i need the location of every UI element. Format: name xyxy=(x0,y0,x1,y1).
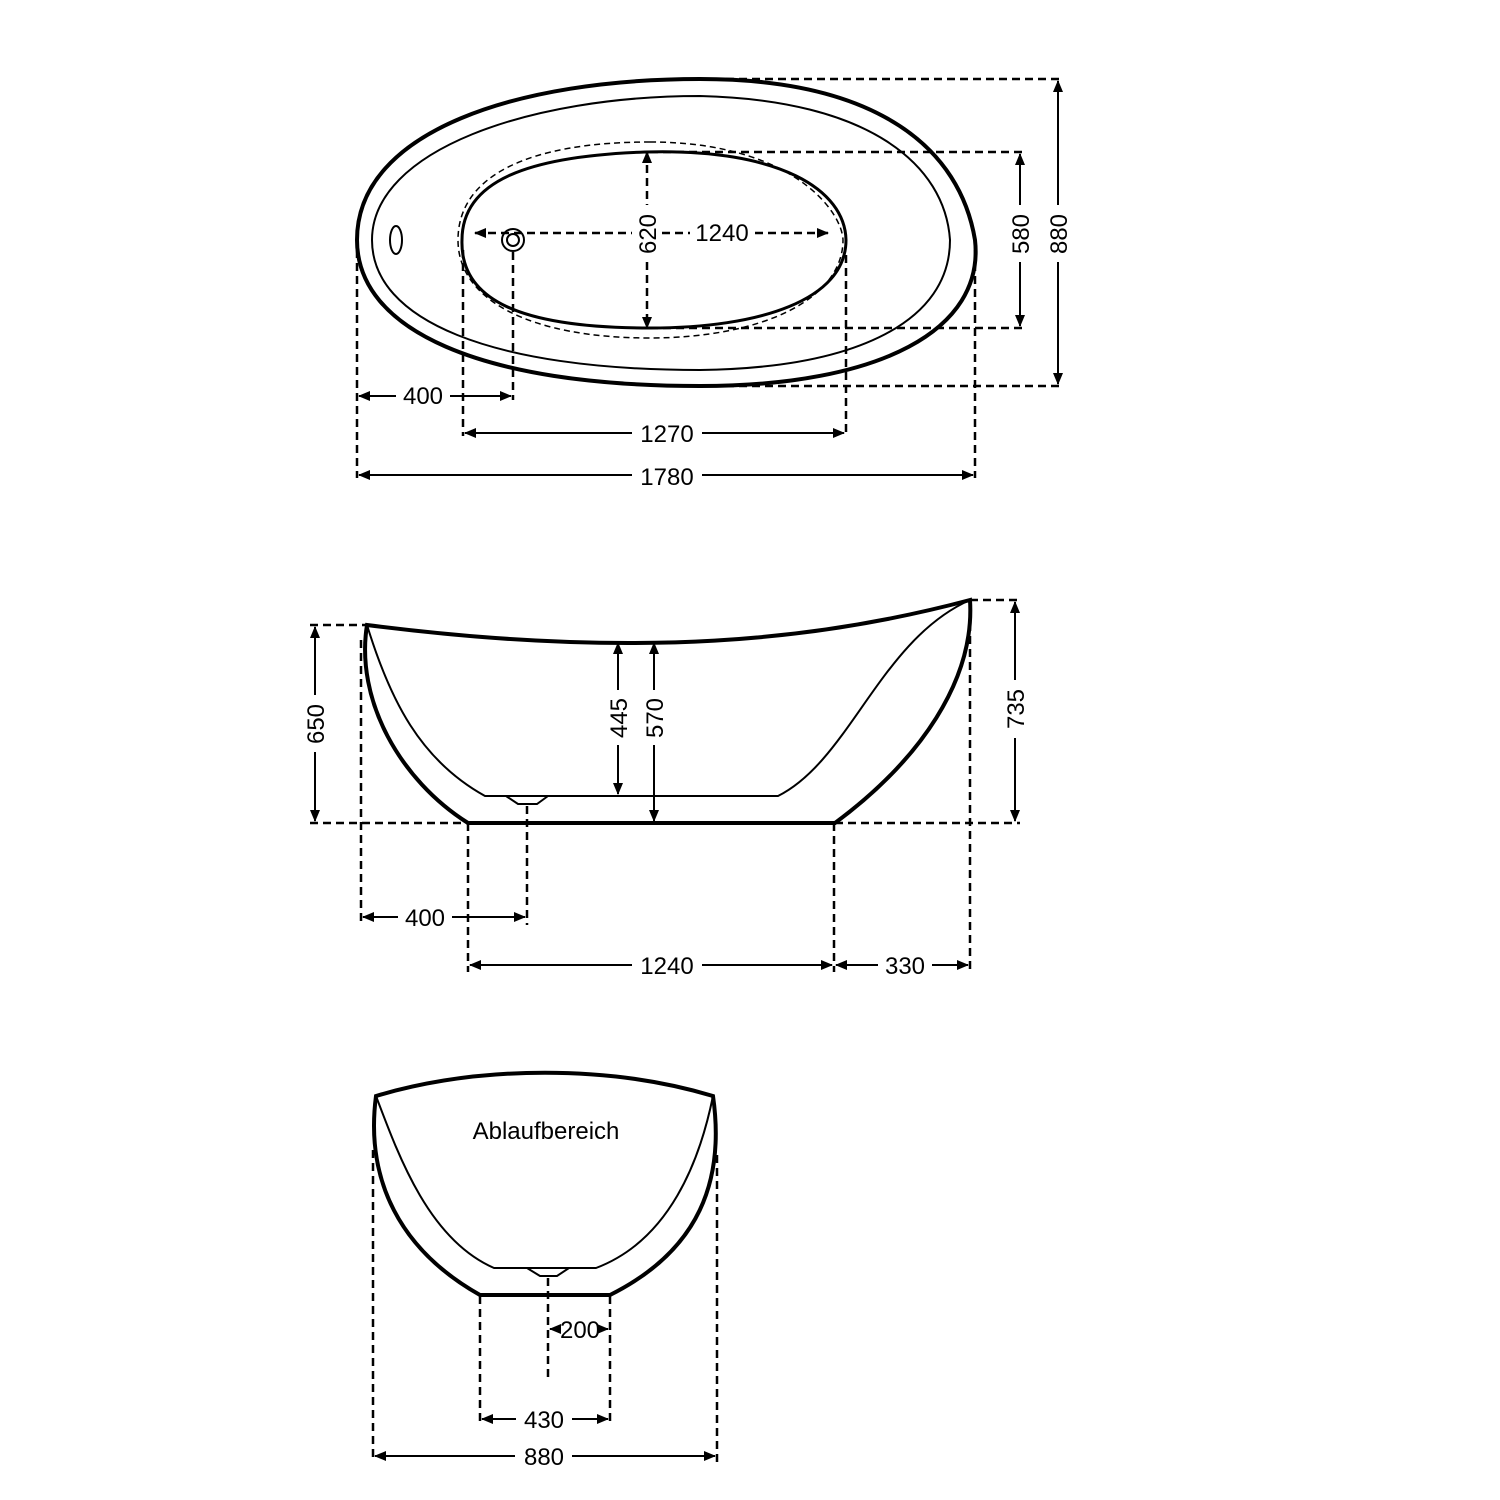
dim-end-base-width: 430 xyxy=(524,1407,564,1434)
side-view: 650 445 570 735 400 1240 330 xyxy=(303,597,1030,980)
dim-bottom-length: 1240 xyxy=(695,220,748,247)
top-view: 1240 620 580 880 400 1270 1780 xyxy=(354,76,1073,491)
dim-drain-offset: 400 xyxy=(403,383,443,410)
dim-right-overhang: 330 xyxy=(885,953,925,980)
dim-end-drain-offset: 200 xyxy=(560,1317,600,1344)
dim-basin-length: 1270 xyxy=(640,421,693,448)
dim-bottom-width: 620 xyxy=(635,214,662,254)
overflow-icon xyxy=(389,225,403,255)
dim-overall-width: 880 xyxy=(1046,214,1073,254)
dim-side-drain-offset: 400 xyxy=(405,905,445,932)
drain-icon xyxy=(501,228,525,252)
dim-overall-length: 1780 xyxy=(640,464,693,491)
inner-rim-outline xyxy=(370,94,952,372)
end-inner-outline xyxy=(375,1095,714,1269)
end-view: Ablaufbereich 200 430 880 xyxy=(371,1070,719,1471)
drain-area-label: Ablaufbereich xyxy=(473,1118,620,1145)
side-inner-outline xyxy=(366,599,971,797)
outer-rim-outline xyxy=(354,76,978,389)
dim-base-length: 1240 xyxy=(640,953,693,980)
dim-basin-width: 580 xyxy=(1008,214,1035,254)
dim-right-height: 735 xyxy=(1003,689,1030,729)
dim-left-height: 650 xyxy=(303,704,330,744)
dim-inner-depth: 445 xyxy=(606,698,633,738)
end-drain-shape xyxy=(526,1267,570,1277)
dim-center-height: 570 xyxy=(642,698,669,738)
basin-bottom-dashed xyxy=(457,141,844,339)
dim-end-overall-width: 880 xyxy=(524,1444,564,1471)
end-outer-outline xyxy=(372,1070,718,1297)
side-drain-shape xyxy=(505,795,549,805)
